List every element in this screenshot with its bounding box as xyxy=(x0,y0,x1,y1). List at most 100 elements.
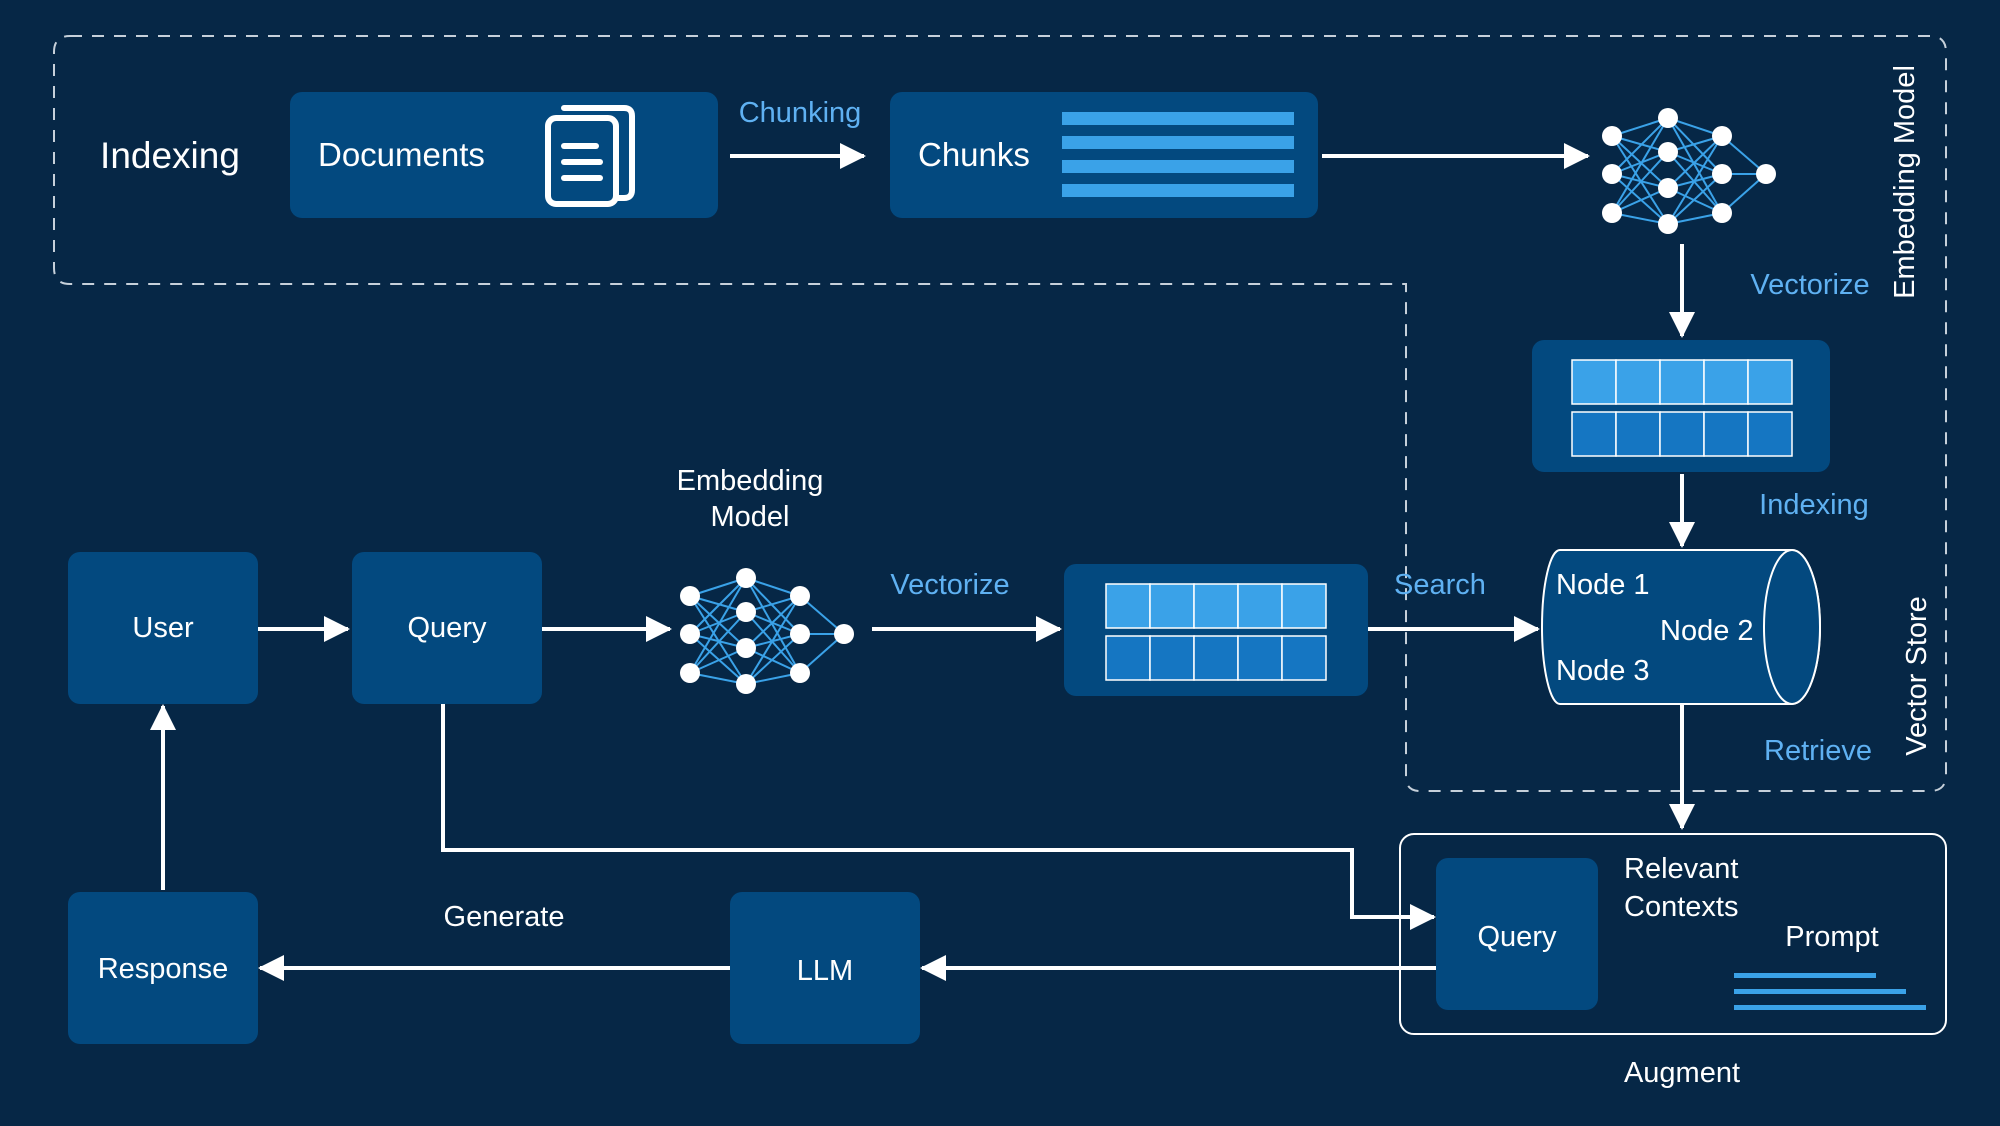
user-box xyxy=(68,552,258,704)
vector-store-vertical-label: Vector Store xyxy=(1901,596,1933,756)
nn-connection xyxy=(745,633,801,685)
vector-grid xyxy=(1105,583,1327,681)
vector-cell xyxy=(1615,359,1661,405)
response-box xyxy=(68,892,258,1044)
nn-node xyxy=(1602,164,1622,184)
nn-node xyxy=(1712,126,1732,146)
augment-query-label: Query xyxy=(1478,921,1557,953)
vector-cell xyxy=(1149,635,1195,681)
nn-connection xyxy=(1667,151,1723,214)
vector-cell xyxy=(1149,583,1195,629)
nn-connection xyxy=(1667,117,1723,175)
query-label: Query xyxy=(408,612,487,644)
nn-connection xyxy=(745,595,801,649)
nn-connection xyxy=(689,577,747,674)
node-1-label: Node 1 xyxy=(1556,569,1650,601)
nn-connection xyxy=(689,611,747,674)
vector-cell xyxy=(1571,359,1617,405)
vector-store-cylinder xyxy=(1541,549,1821,705)
vectorize-label-mid: Vectorize xyxy=(890,569,1009,601)
nn-connection xyxy=(745,577,801,635)
nn-connection xyxy=(689,577,747,635)
nn-node xyxy=(1658,142,1678,162)
vectorize-label-top: Vectorize xyxy=(1750,269,1869,301)
search-label: Search xyxy=(1394,569,1486,601)
nn-connection xyxy=(1667,135,1723,189)
augment-label: Augment xyxy=(1624,1057,1740,1089)
embedding-model-label-line1: Embedding xyxy=(677,465,824,497)
nn-node xyxy=(1602,126,1622,146)
nn-node xyxy=(1756,164,1776,184)
nn-node xyxy=(736,602,756,622)
vector-cell xyxy=(1615,411,1661,457)
embedding-model-label-line2: Model xyxy=(711,501,790,533)
nn-connection xyxy=(1611,173,1669,225)
vector-grid xyxy=(1571,359,1793,457)
vector-cell xyxy=(1105,583,1151,629)
nn-node xyxy=(680,586,700,606)
nn-connection xyxy=(1667,117,1723,214)
vector-cell xyxy=(1193,583,1239,629)
nn-node xyxy=(1658,108,1678,128)
nn-node xyxy=(790,624,810,644)
vector-cell xyxy=(1747,359,1793,405)
vector-cell xyxy=(1237,635,1283,681)
neural-network-icon xyxy=(680,568,854,694)
nn-node xyxy=(790,586,810,606)
vector-cell xyxy=(1703,411,1749,457)
documents-icon xyxy=(545,105,635,207)
indexing-region-border xyxy=(53,35,1947,792)
chunks-label: Chunks xyxy=(918,136,1030,173)
arrow-query-to-augment xyxy=(441,704,1436,930)
vector-cell xyxy=(1747,411,1793,457)
nn-connection xyxy=(1667,135,1723,225)
generate-label: Generate xyxy=(444,901,565,933)
nn-node xyxy=(1658,214,1678,234)
nn-connection xyxy=(1611,187,1669,214)
query-box xyxy=(352,552,542,704)
vector-cell xyxy=(1105,635,1151,681)
nn-connection xyxy=(689,647,747,674)
vector-cell xyxy=(1237,583,1283,629)
augment-box xyxy=(1399,833,1947,1035)
vector-cell xyxy=(1193,635,1239,681)
nn-node xyxy=(680,663,700,683)
nn-connection xyxy=(1611,117,1669,175)
response-label: Response xyxy=(98,953,229,985)
vector-cell xyxy=(1703,359,1749,405)
nn-connection xyxy=(689,611,747,635)
relevant-contexts-line1: Relevant xyxy=(1624,853,1738,885)
indexing-title: Indexing xyxy=(100,135,240,176)
nn-node xyxy=(680,624,700,644)
nn-node xyxy=(1602,203,1622,223)
nn-node xyxy=(736,568,756,588)
nn-connection xyxy=(745,595,801,685)
vector-cell xyxy=(1281,635,1327,681)
prompt-lines-icon xyxy=(1734,973,1926,1010)
documents-label: Documents xyxy=(318,136,485,173)
neural-network-icon xyxy=(1602,108,1776,234)
nn-connection xyxy=(745,611,801,674)
prompt-label: Prompt xyxy=(1785,921,1878,953)
nn-node xyxy=(834,624,854,644)
llm-box xyxy=(730,892,920,1044)
nn-connection xyxy=(1611,117,1669,214)
node-3-label: Node 3 xyxy=(1556,655,1650,687)
nn-connection xyxy=(689,633,747,685)
nn-node xyxy=(1712,164,1732,184)
nn-connection xyxy=(1611,151,1669,175)
vector-cell xyxy=(1281,583,1327,629)
vector-cell xyxy=(1659,359,1705,405)
user-label: User xyxy=(132,612,194,644)
nn-connection xyxy=(745,577,801,674)
augment-query-box xyxy=(1436,858,1598,1010)
nn-node xyxy=(736,638,756,658)
node-2-label: Node 2 xyxy=(1660,615,1754,647)
nn-node xyxy=(1712,203,1732,223)
vector-cell xyxy=(1571,411,1617,457)
llm-label: LLM xyxy=(797,955,853,987)
nn-connection xyxy=(1611,151,1669,214)
retrieve-label: Retrieve xyxy=(1764,735,1872,767)
text-lines-icon xyxy=(1062,112,1294,197)
